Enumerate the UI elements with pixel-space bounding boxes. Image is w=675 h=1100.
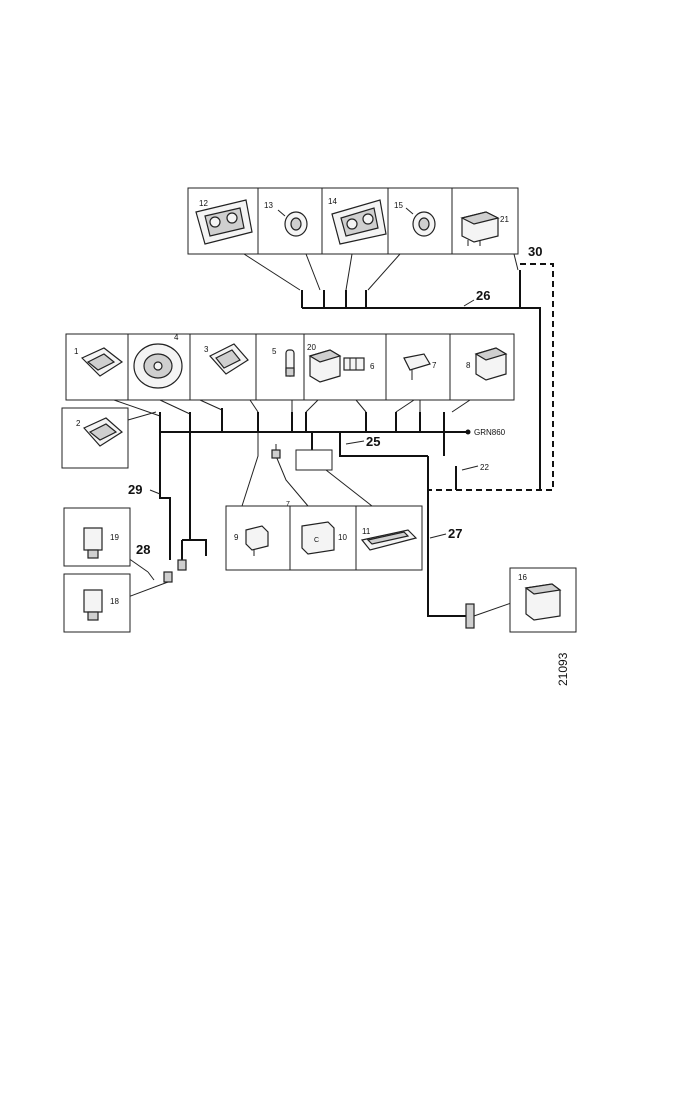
component-2-box: 2 (61, 407, 129, 469)
lower-component-row: C 9 10 11 (225, 505, 423, 571)
component-9 (245, 525, 269, 556)
label-5: 5 (272, 347, 277, 356)
harness-30: 30 (428, 244, 554, 491)
label-14: 14 (328, 197, 337, 206)
middle-component-row: 1 4 3 5 20 6 7 8 (65, 333, 515, 401)
label-20: 20 (307, 343, 316, 352)
label-7: 7 (432, 361, 437, 370)
label-28: 28 (136, 542, 150, 557)
fuse-wires: 7 (241, 432, 373, 508)
label-9: 9 (234, 533, 239, 542)
label-18: 18 (110, 597, 119, 606)
label-13: 13 (264, 201, 273, 210)
harness-27: 27 (427, 490, 515, 629)
label-21: 21 (500, 215, 509, 224)
figure-number: 21093 (556, 652, 570, 686)
harness-28: 28 (119, 542, 187, 601)
label-3: 3 (204, 345, 209, 354)
middle-wires (113, 399, 471, 432)
component-21 (460, 211, 500, 246)
label-29: 29 (128, 482, 142, 497)
component-13 (277, 209, 308, 237)
label-2: 2 (76, 419, 81, 428)
component-12 (195, 199, 253, 245)
top-wires (243, 253, 519, 308)
label-25: 25 (366, 434, 380, 449)
label-12: 12 (199, 199, 208, 208)
harness-25: GRN860 25 22 (160, 428, 506, 490)
component-8 (474, 347, 508, 381)
component-18-box: 18 (63, 573, 131, 633)
component-14 (331, 199, 387, 245)
label-11: 11 (362, 527, 371, 536)
label-1: 1 (74, 347, 79, 356)
connector-label: GRN860 (474, 428, 506, 437)
component-20 (308, 349, 342, 383)
label-27: 27 (448, 526, 462, 541)
harness-29: 29 (128, 432, 207, 560)
label-30: 30 (528, 244, 542, 259)
component-10: C (301, 521, 335, 555)
component-16-box: 16 (509, 567, 577, 633)
label-26: 26 (476, 288, 490, 303)
label-15: 15 (394, 201, 403, 210)
component-19-box: 19 (63, 507, 131, 567)
fuse-mark: 7 (286, 501, 290, 508)
label-8: 8 (466, 361, 471, 370)
label-4: 4 (174, 333, 179, 342)
component-5 (285, 349, 295, 377)
label-16: 16 (518, 573, 527, 582)
component-7 (403, 353, 431, 380)
relay-mark: C (314, 537, 319, 544)
harness-26: 26 (302, 270, 541, 490)
label-10: 10 (338, 533, 347, 542)
component-1 (80, 347, 124, 377)
component-11 (360, 529, 418, 551)
component-3 (209, 343, 249, 375)
label-22: 22 (480, 463, 489, 472)
label-19: 19 (110, 533, 119, 542)
component-4 (133, 343, 183, 389)
component-6 (343, 357, 365, 371)
top-component-row: 12 13 14 15 21 (187, 187, 519, 255)
label-6: 6 (370, 362, 375, 371)
component-15 (405, 207, 436, 237)
